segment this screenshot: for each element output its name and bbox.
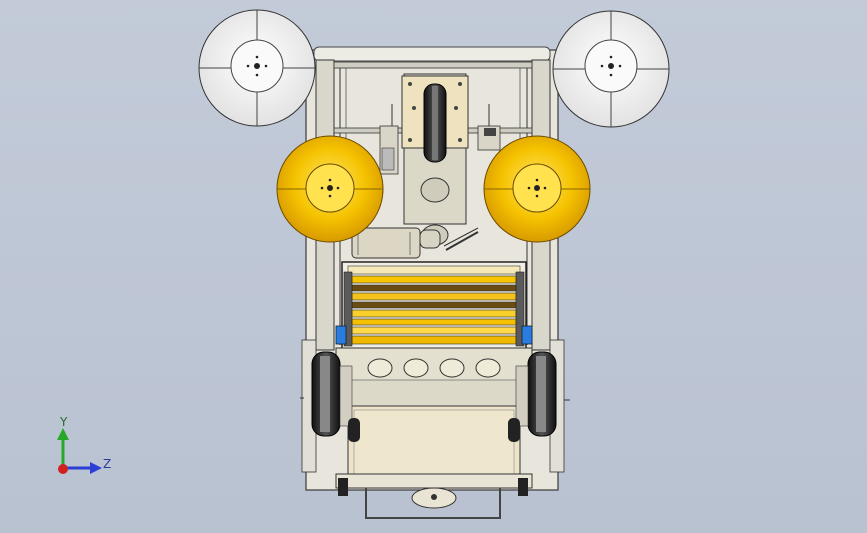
left-rear-wheel [311, 351, 353, 437]
left-bearing-block [335, 325, 347, 345]
reel-hub-icon [246, 55, 268, 77]
right-white-reel [552, 10, 670, 128]
reel-hub-icon [600, 55, 622, 77]
left-gold-reel [276, 135, 384, 243]
reel-hub-icon [320, 178, 340, 198]
chassis-top-cap [313, 46, 551, 62]
machine-assembly [300, 46, 570, 519]
left-white-reel [198, 9, 316, 127]
bottom-handle [365, 488, 501, 519]
coordinate-triad-icon: Y Z [57, 415, 111, 474]
z-axis-label: Z [103, 457, 111, 471]
reel-hub-icon [527, 178, 547, 198]
x-axis-origin [58, 464, 68, 474]
right-bearing-block [521, 325, 533, 345]
port-row [367, 358, 501, 378]
right-rear-wheel [515, 351, 557, 437]
y-axis-label: Y [59, 415, 68, 429]
right-gold-reel [483, 135, 591, 243]
roller-stack [351, 275, 517, 345]
